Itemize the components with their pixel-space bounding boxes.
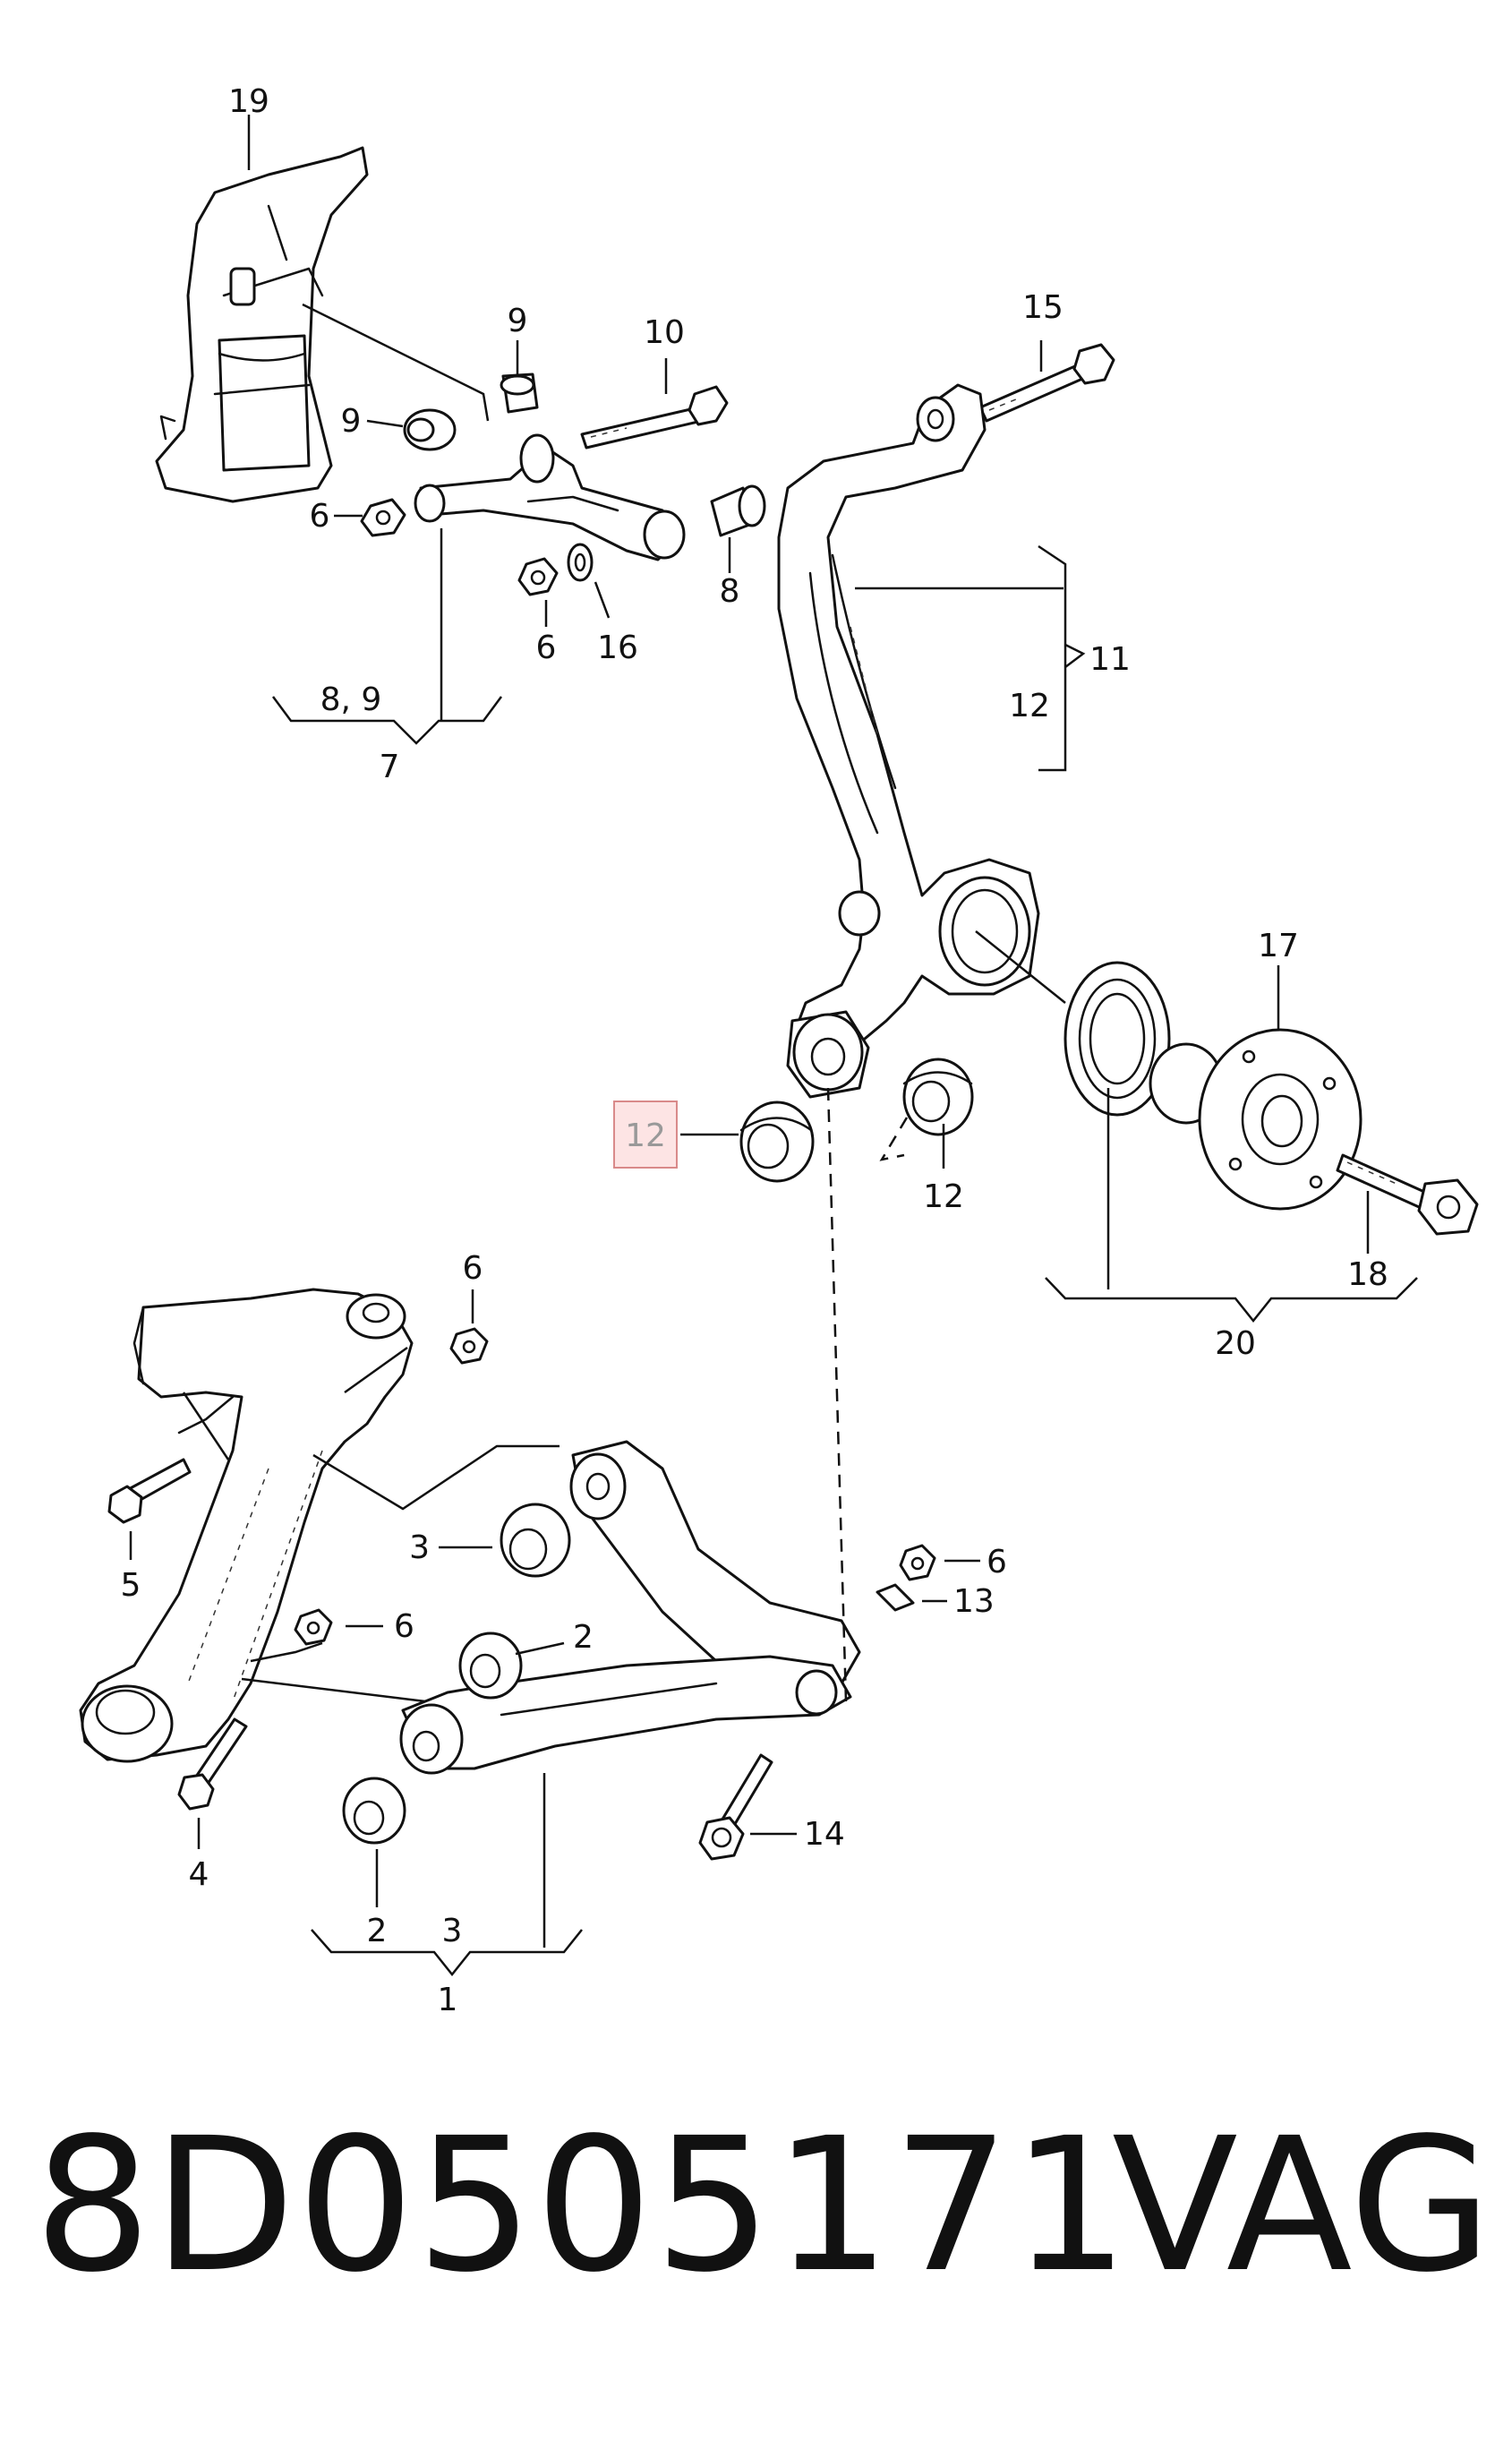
bolt-14 bbox=[698, 1753, 773, 1861]
callout-9-top: 9 bbox=[508, 303, 528, 339]
wheel-hub bbox=[1149, 1028, 1363, 1211]
callout-2-lower: 2 bbox=[367, 1913, 388, 1949]
callout-9-side: 9 bbox=[341, 403, 362, 440]
bushing-12-left bbox=[739, 1101, 815, 1183]
upper-wishbone bbox=[414, 433, 686, 561]
nut-6-lower-middle bbox=[294, 1608, 333, 1646]
bushing-2-lower bbox=[342, 1777, 406, 1845]
callout-12-highlighted: 12 bbox=[625, 1118, 666, 1154]
bushing-9-side bbox=[403, 408, 457, 451]
nut-6-lower-upper bbox=[517, 557, 559, 596]
nut-6-lower-right bbox=[899, 1544, 936, 1581]
washer-16 bbox=[567, 543, 594, 582]
wheel-bearing bbox=[1064, 961, 1171, 1117]
strut-mount-assembly bbox=[155, 146, 490, 503]
callout-6-lower-right: 6 bbox=[987, 1544, 1007, 1580]
callout-10: 10 bbox=[644, 314, 685, 351]
guide-link bbox=[569, 1440, 861, 1685]
brand-name: VAG bbox=[1112, 2098, 1492, 2313]
callout-6-mid: 6 bbox=[536, 630, 557, 666]
bushing-3-upper bbox=[500, 1503, 571, 1578]
highlight-box-12 bbox=[613, 1101, 678, 1169]
callout-2-upper: 2 bbox=[573, 1619, 594, 1656]
callout-19: 19 bbox=[228, 83, 269, 120]
subframe bbox=[79, 1288, 414, 1763]
callout-8: 8 bbox=[720, 573, 740, 610]
callout-16: 16 bbox=[597, 630, 638, 666]
bushing-8 bbox=[710, 484, 766, 537]
nut-6-upper bbox=[360, 498, 406, 537]
callout-17: 17 bbox=[1258, 928, 1299, 964]
part-number: 8D0505171 bbox=[34, 2098, 1132, 2313]
callout-6-upper: 6 bbox=[310, 498, 330, 535]
callout-13: 13 bbox=[953, 1583, 995, 1620]
washer-13 bbox=[876, 1583, 915, 1612]
callout-15: 15 bbox=[1022, 289, 1064, 326]
bolt-10 bbox=[580, 385, 729, 450]
knuckle-lower-bush bbox=[786, 1010, 870, 1099]
bushing-2-upper bbox=[458, 1632, 523, 1700]
bolt-15 bbox=[978, 343, 1115, 423]
bushing-12-right bbox=[902, 1058, 974, 1136]
callout-4: 4 bbox=[189, 1856, 209, 1893]
leader-lines bbox=[129, 115, 1418, 1977]
callout-6-lower-mid: 6 bbox=[394, 1608, 414, 1645]
callout-12-upper: 12 bbox=[1009, 688, 1050, 724]
wheel-bearing-housing bbox=[777, 383, 1040, 1076]
bolt-5 bbox=[107, 1458, 192, 1524]
bolt-4 bbox=[177, 1717, 248, 1811]
callout-18: 18 bbox=[1347, 1256, 1388, 1293]
callout-12-right: 12 bbox=[923, 1178, 964, 1215]
callout-1: 1 bbox=[438, 1982, 458, 2018]
nut-6-lower-top bbox=[449, 1327, 489, 1365]
callout-7: 7 bbox=[380, 749, 400, 785]
callout-6-lower-top: 6 bbox=[463, 1250, 483, 1287]
callout-3-lower: 3 bbox=[442, 1913, 463, 1949]
callout-8-9: 8, 9 bbox=[320, 681, 382, 718]
callout-20: 20 bbox=[1215, 1325, 1256, 1362]
callout-14: 14 bbox=[804, 1816, 845, 1853]
callout-labels: 19 9 9 10 15 6 8 6 16 8, 9 7 11 12 12 12… bbox=[121, 83, 1388, 2018]
callout-5: 5 bbox=[121, 1567, 141, 1604]
bolt-18 bbox=[1336, 1153, 1479, 1236]
callout-3-upper: 3 bbox=[409, 1529, 430, 1566]
bushing-9-upper bbox=[500, 373, 539, 414]
callout-11: 11 bbox=[1089, 641, 1131, 678]
